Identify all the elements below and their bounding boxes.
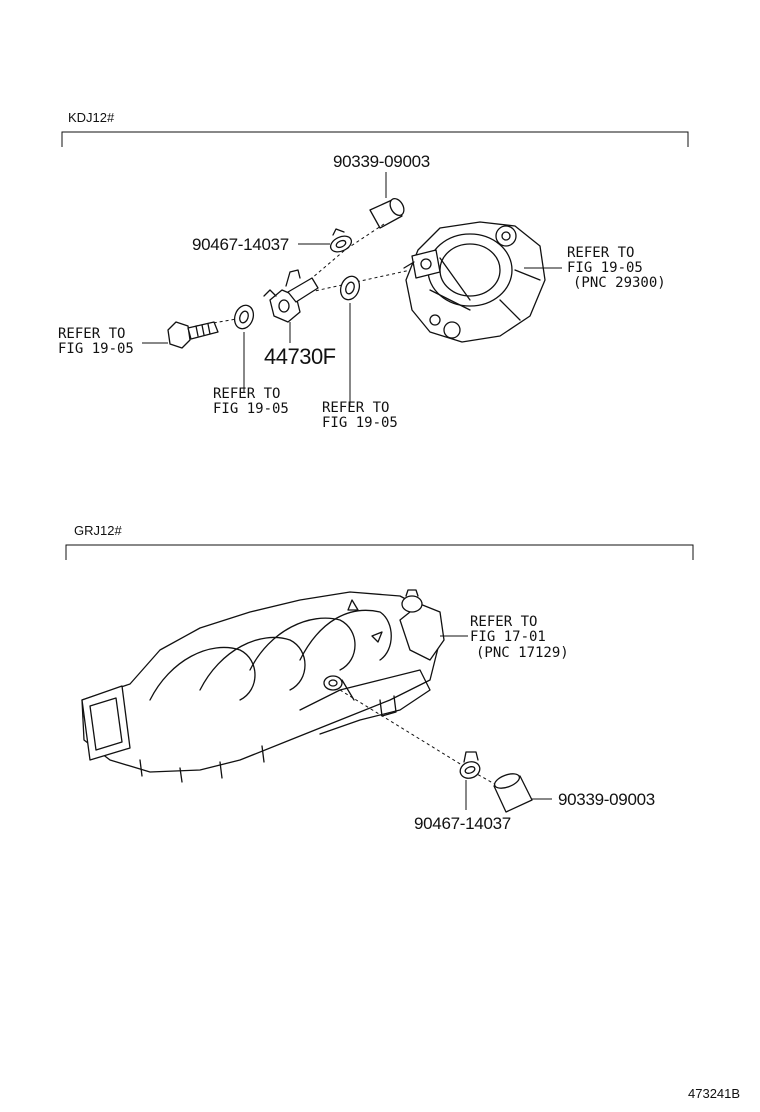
label-pump-ref-2: FIG 19-05 [567,260,643,276]
label-manifold-ref-1: REFER TO [470,614,537,630]
label-clip-part[interactable]: 90467-14037 [192,235,289,254]
clip-90467-14037[interactable] [328,228,354,255]
vacuum-pump[interactable] [403,221,546,343]
label-washer1-ref-1: REFER TO [213,386,280,402]
hose-90339-09003-grj[interactable] [493,771,533,813]
intake-manifold[interactable] [81,589,445,783]
label-manifold-ref-3: (PNC 17129) [476,645,569,661]
section-bracket-kdj12 [61,131,689,147]
label-pipe-part[interactable]: 44730F [264,344,336,369]
hose-90339-09003[interactable] [369,196,407,229]
label-hose-part[interactable]: 90339-09003 [333,152,430,171]
gasket-washer-2[interactable] [337,274,362,303]
vacuum-pipe-44730f[interactable] [263,269,319,323]
section-grj12: GRJ12# REFER TO FIG 17-01 (PNC 17129) [65,523,694,833]
gasket-washer-1[interactable] [231,303,256,332]
label-manifold-ref-2: FIG 17-01 [470,629,546,645]
label-pump-ref-1: REFER TO [567,245,634,261]
label-pump-ref-3: (PNC 29300) [573,275,666,291]
label-hose-part-grj[interactable]: 90339-09003 [558,790,655,809]
alignment-line-pipe [309,267,421,293]
label-washer2-ref-2: FIG 19-05 [322,415,398,431]
label-washer1-ref-2: FIG 19-05 [213,401,289,417]
label-washer2-ref-1: REFER TO [322,400,389,416]
section-kdj12: KDJ12# 90339-09003 90467-14037 REFER TO [58,110,689,431]
union-bolt[interactable] [167,321,219,349]
alignment-line-hose [311,223,385,279]
label-clip-part-grj[interactable]: 90467-14037 [414,814,511,833]
section-bracket-grj12 [65,544,694,560]
section-title-grj12: GRJ12# [74,523,122,538]
section-title-kdj12: KDJ12# [68,110,115,125]
label-bolt-ref-2: FIG 19-05 [58,341,134,357]
diagram-id: 473241B [688,1086,740,1101]
clip-90467-14037-grj[interactable] [458,751,482,781]
label-bolt-ref-1: REFER TO [58,326,125,342]
